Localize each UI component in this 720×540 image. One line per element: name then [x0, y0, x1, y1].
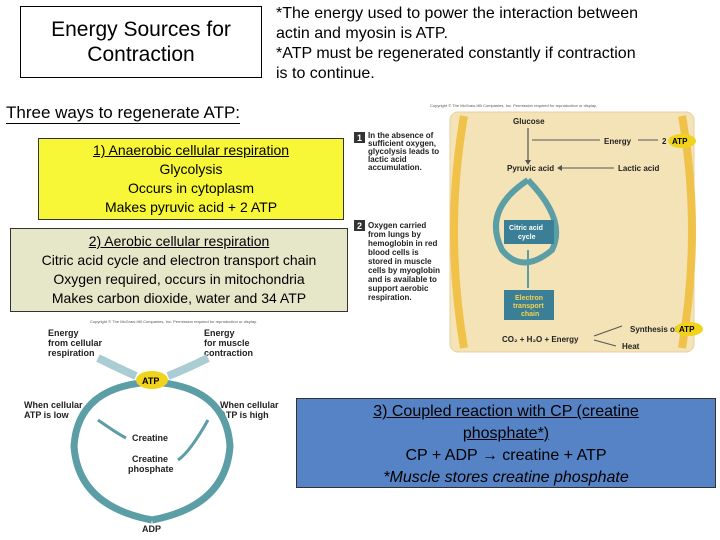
note-line: *ATP must be regenerated constantly if c…	[276, 45, 636, 62]
etc-label: chain	[521, 311, 539, 318]
box-line: Oxygen required, occurs in mitochondria	[53, 271, 305, 287]
box-line: Occurs in cytoplasm	[127, 180, 255, 196]
step-number-badge	[354, 220, 365, 231]
arrow-head	[557, 165, 562, 171]
step2-text: support aerobic	[368, 284, 429, 293]
energy-arrow	[166, 354, 210, 380]
box-title: 1) Anaerobic cellular respiration	[39, 141, 343, 160]
etc-label: Electron	[515, 295, 543, 302]
atp-adp-cycle	[151, 378, 234, 524]
step-number: 2	[357, 221, 362, 231]
citric-label: cycle	[518, 234, 536, 241]
title-line-1: Energy Sources for	[51, 18, 231, 41]
notes: *The energy used to power the interactio…	[276, 4, 716, 84]
aerobic-anaerobic-figure: Copyright © The McGraw-Hill Companies, I…	[354, 103, 703, 353]
creatine-box: 3) Coupled reaction with CP (creatine ph…	[296, 398, 716, 488]
step1-text: lactic acid	[368, 155, 407, 164]
atp-label: ATP	[142, 376, 159, 386]
electron-transport-box	[504, 290, 554, 320]
high-label: ATP is high	[220, 410, 269, 420]
two-label: 2	[662, 137, 667, 146]
atp-badge	[136, 371, 168, 389]
creatine-phosphate-label: phosphate	[128, 464, 174, 474]
step1-text: accumulation.	[368, 163, 422, 172]
anaerobic-box: 1) Anaerobic cellular respiration Glycol…	[38, 138, 344, 220]
citric-label: Citric acid	[509, 225, 543, 232]
adp-label: ADP	[142, 524, 161, 534]
lactic-label: Lactic acid	[618, 164, 659, 173]
box-title-line: 3) Coupled reaction with CP (creatine	[373, 403, 639, 420]
box-line: Citric acid cycle and electron transport…	[41, 252, 317, 268]
box-line: Makes pyruvic acid + 2 ATP	[104, 199, 278, 215]
creatine-phosphate-label: Creatine	[132, 454, 168, 464]
membrane-band	[450, 115, 468, 349]
high-label: When cellular	[220, 400, 279, 410]
step2-text: hemoglobin in red	[368, 239, 437, 248]
atp-badge	[668, 134, 696, 148]
energy-for-label: Energy	[204, 328, 235, 338]
inner-arrow	[177, 419, 210, 462]
etc-label: transport	[513, 303, 544, 310]
arrow-line	[593, 339, 617, 347]
citric-acid-box	[504, 220, 554, 244]
step-number: 1	[357, 133, 362, 143]
energy-from-label: respiration	[48, 348, 95, 358]
creatine-phosphate-figure: Copyright © The McGraw-Hill Companies, I…	[24, 319, 279, 534]
energy-from-label: from cellular	[48, 338, 103, 348]
energy-for-label: for muscle	[204, 338, 250, 348]
step2-text: cells by myoglobin	[368, 266, 440, 275]
box-title-text: 2) Aerobic cellular respiration	[88, 233, 270, 249]
products-label: CO₂ + H₂O + Energy	[502, 335, 579, 344]
step1-text: sufficient oxygen,	[368, 139, 436, 148]
box-title: 2) Aerobic cellular respiration	[11, 232, 347, 251]
note-line: is to continue.	[276, 65, 375, 82]
pyruvic-label: Pyruvic acid	[507, 164, 554, 173]
energy-arrow	[96, 354, 138, 380]
inner-arrow	[97, 418, 127, 440]
heat-label: Heat	[622, 342, 640, 351]
step-number-badge	[354, 132, 365, 143]
energy-for-label: contraction	[204, 348, 253, 358]
atp-label: ATP	[679, 325, 695, 334]
step2-text: and is available to	[368, 275, 437, 284]
step1-text: glycolysis leads to	[368, 147, 439, 156]
note-line: actin and myosin is ATP.	[276, 25, 448, 42]
arrow-head	[525, 160, 531, 165]
step2-text: respiration.	[368, 293, 412, 302]
low-label: ATP is low	[24, 410, 70, 420]
atp-adp-cycle	[70, 378, 153, 524]
box-line: Glycolysis	[159, 161, 223, 177]
note-line: *The energy used to power the interactio…	[276, 5, 639, 22]
step2-text: stored in muscle	[368, 257, 432, 266]
title-line-2: Contraction	[87, 43, 195, 66]
step1-text: In the absence of	[368, 131, 434, 140]
box-title-text: 1) Anaerobic cellular respiration	[92, 142, 290, 158]
low-label: When cellular	[24, 400, 83, 410]
figure-copyright: Copyright © The McGraw-Hill Companies, I…	[90, 319, 257, 324]
creatine-label: Creatine	[132, 433, 168, 443]
step2-text: blood cells is	[368, 248, 419, 257]
box-title-line: phosphate*)	[462, 425, 550, 442]
arrow-line	[593, 325, 623, 337]
synthesis-label: Synthesis of 34	[630, 325, 689, 334]
atp-badge	[675, 322, 703, 336]
title-box: Energy Sources for Contraction	[20, 6, 262, 78]
aerobic-box: 2) Aerobic cellular respiration Citric a…	[10, 228, 348, 312]
figure-copyright: Copyright © The McGraw-Hill Companies, I…	[430, 103, 597, 108]
section-heading: Three ways to regenerate ATP:	[6, 103, 241, 124]
step2-text: Oxygen carried	[368, 221, 426, 230]
footnote-line: *Muscle stores creatine phosphate	[383, 469, 629, 486]
step2-text: from lungs by	[368, 230, 421, 239]
atp-label: ATP	[672, 137, 688, 146]
reaction-line: CP + ADP → creatine + ATP	[405, 447, 607, 464]
figure-background	[449, 111, 695, 353]
citric-acid-cycle	[492, 177, 560, 266]
glucose-label: Glucose	[513, 117, 545, 126]
energy-from-label: Energy	[48, 328, 79, 338]
energy-label: Energy	[604, 137, 632, 146]
box-line: Makes carbon dioxide, water and 34 ATP	[51, 290, 307, 306]
